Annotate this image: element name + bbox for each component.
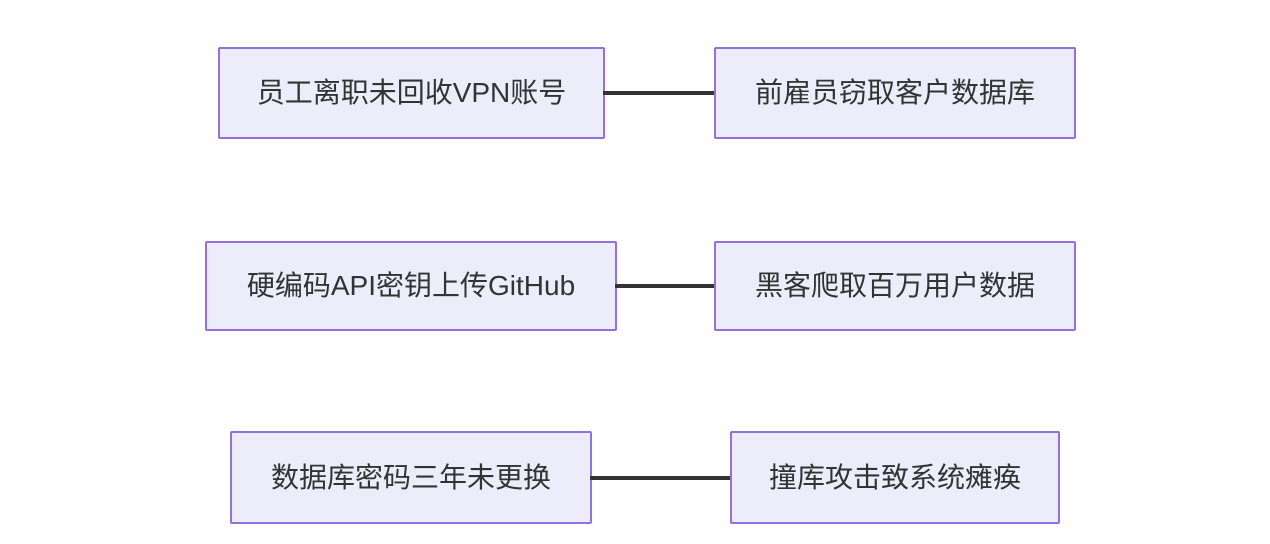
- node-cause-3-label: 数据库密码三年未更换: [270, 461, 551, 493]
- node-effect-1-label: 前雇员窃取客户数据库: [754, 77, 1035, 109]
- node-cause-2-label: 硬编码API密钥上传GitHub: [246, 270, 576, 302]
- node-effect-2-label: 黑客爬取百万用户数据: [754, 270, 1035, 302]
- edge-row-3: [590, 476, 732, 480]
- node-cause-2: 硬编码API密钥上传GitHub: [205, 241, 617, 331]
- node-cause-1: 员工离职未回收VPN账号: [218, 47, 605, 139]
- node-cause-3: 数据库密码三年未更换: [230, 431, 592, 524]
- node-effect-1: 前雇员窃取客户数据库: [714, 47, 1076, 139]
- node-effect-3: 撞库攻击致系统瘫痪: [730, 431, 1060, 524]
- node-effect-2: 黑客爬取百万用户数据: [714, 241, 1076, 331]
- node-effect-3-label: 撞库攻击致系统瘫痪: [768, 461, 1021, 493]
- edge-row-1: [603, 91, 716, 95]
- node-cause-1-label: 员工离职未回收VPN账号: [256, 77, 567, 109]
- edge-row-2: [615, 284, 716, 288]
